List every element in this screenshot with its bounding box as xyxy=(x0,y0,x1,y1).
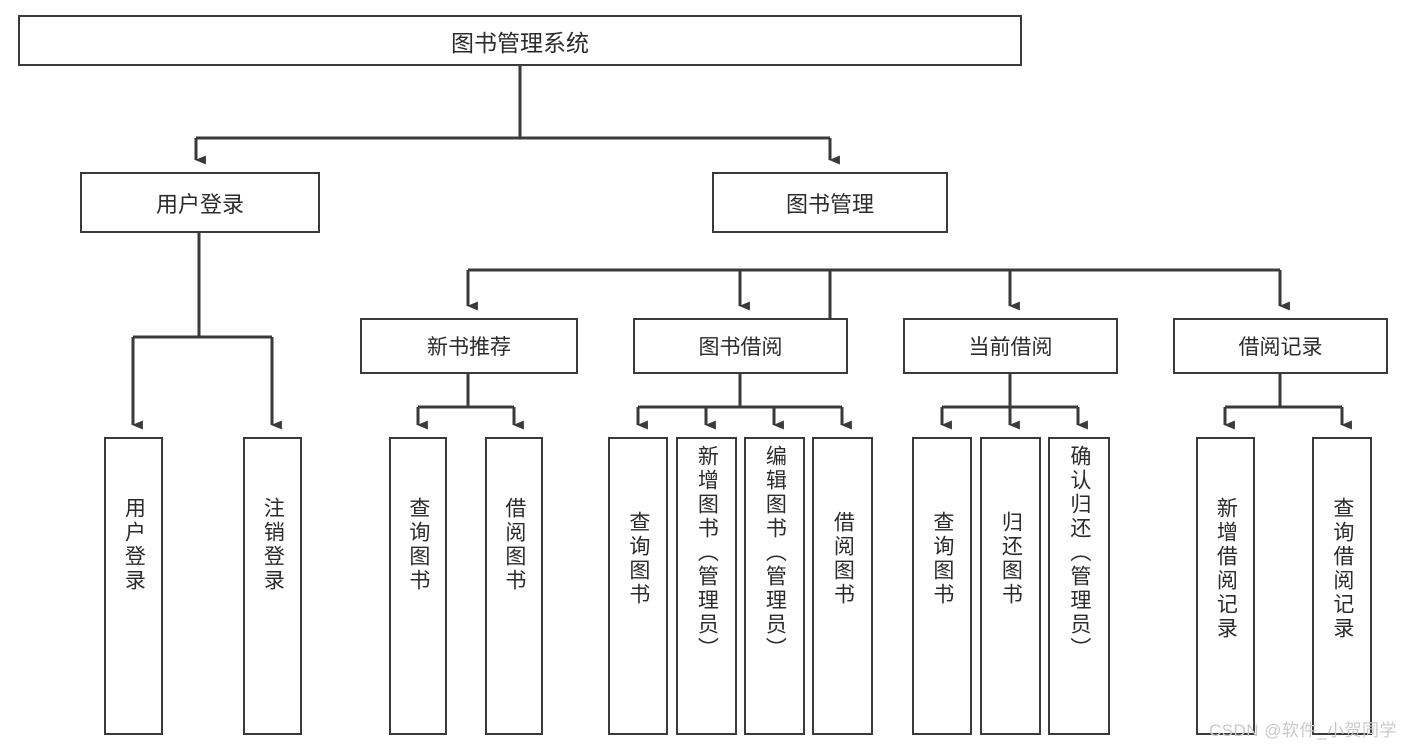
node-label: 借阅记录 xyxy=(1238,336,1323,359)
node-label: 用户登录 xyxy=(122,497,146,593)
leaf-borrow-record-add-record[interactable]: 新增借阅记录 xyxy=(1196,437,1255,735)
node-label: 图书管理 xyxy=(785,191,874,217)
node-label: 借阅图书 xyxy=(502,497,526,593)
node-current-borrow[interactable]: 当前借阅 xyxy=(903,318,1118,374)
leaf-current-borrow-confirm-return-admin[interactable]: 确认归还（管理员） xyxy=(1048,437,1110,735)
node-label: 图书管理系统 xyxy=(451,29,589,56)
node-label: 查询图书 xyxy=(406,497,430,593)
leaf-borrow-record-query-record[interactable]: 查询借阅记录 xyxy=(1312,437,1372,735)
node-user-login[interactable]: 用户登录 xyxy=(80,172,320,233)
node-label: 编辑图书（管理员） xyxy=(763,445,787,661)
node-label: 新增图书（管理员） xyxy=(695,445,719,661)
node-label: 注销登录 xyxy=(261,497,285,593)
leaf-current-borrow-query-book[interactable]: 查询图书 xyxy=(912,437,972,735)
node-book-borrow[interactable]: 图书借阅 xyxy=(633,318,848,374)
node-borrow-record[interactable]: 借阅记录 xyxy=(1173,318,1388,374)
node-label: 查询借阅记录 xyxy=(1330,497,1354,641)
node-label: 当前借阅 xyxy=(968,336,1053,359)
leaf-book-borrow-edit-book-admin[interactable]: 编辑图书（管理员） xyxy=(744,437,805,735)
node-new-book-recommendation[interactable]: 新书推荐 xyxy=(360,318,578,374)
node-label: 查询图书 xyxy=(626,511,650,607)
leaf-new-book-query-book[interactable]: 查询图书 xyxy=(389,437,447,735)
watermark: CSDN @软件_小贺同学 xyxy=(1208,721,1397,740)
node-label: 查询图书 xyxy=(930,511,954,607)
node-label: 归还图书 xyxy=(999,511,1023,607)
leaf-user-login-login[interactable]: 用户登录 xyxy=(104,437,163,735)
leaf-book-borrow-add-book-admin[interactable]: 新增图书（管理员） xyxy=(676,437,737,735)
leaf-current-borrow-return-book[interactable]: 归还图书 xyxy=(980,437,1041,735)
leaf-book-borrow-query-book[interactable]: 查询图书 xyxy=(608,437,668,735)
node-label: 确认归还（管理员） xyxy=(1067,445,1091,661)
node-book-management[interactable]: 图书管理 xyxy=(712,172,948,233)
leaf-user-login-logout[interactable]: 注销登录 xyxy=(243,437,302,735)
node-label: 新增借阅记录 xyxy=(1214,497,1238,641)
leaf-new-book-borrow-book[interactable]: 借阅图书 xyxy=(485,437,543,735)
node-root-book-management-system[interactable]: 图书管理系统 xyxy=(18,15,1022,66)
node-label: 用户登录 xyxy=(155,191,244,217)
leaf-book-borrow-borrow-book[interactable]: 借阅图书 xyxy=(812,437,873,735)
node-label: 新书推荐 xyxy=(427,336,511,359)
node-label: 图书借阅 xyxy=(698,336,783,359)
node-label: 借阅图书 xyxy=(831,511,855,607)
